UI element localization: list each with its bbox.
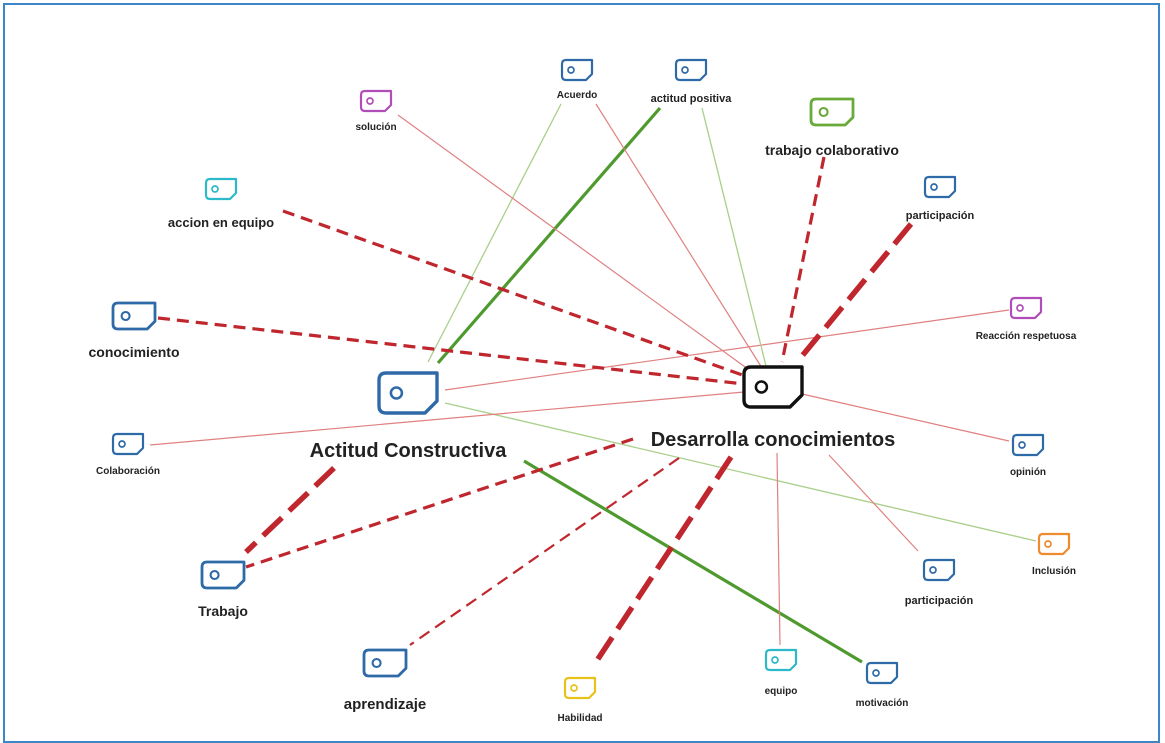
edge-desarrolla-equipo [776,452,781,646]
node-label: Reacción respetuosa [976,331,1077,342]
node-motivacion[interactable]: motivación [856,661,909,709]
node-label: conocimiento [88,344,179,360]
code-tag-icon [377,371,439,415]
node-label: Colaboración [96,466,160,477]
edge-desarrolla-habilidad [591,455,734,667]
node-solucion[interactable]: solución [355,89,397,133]
edge-actitud_positiva-desarrolla [701,107,767,367]
edges-layer [149,103,1037,667]
edge-participacion1-desarrolla [799,222,914,358]
node-equipo[interactable]: equipo [764,648,798,697]
node-label: equipo [765,686,798,697]
code-tag-icon [922,558,956,582]
code-tag-icon [359,89,393,113]
code-tag-icon [742,365,804,409]
node-label: participación [905,595,974,607]
node-desarrolla[interactable]: Desarrolla conocimientos [651,365,896,451]
node-inclusion[interactable]: Inclusión [1032,532,1076,577]
node-label: Acuerdo [557,90,598,101]
edge-actitud_positiva-actitud [436,106,662,365]
code-tag-icon [764,648,798,672]
node-label: Trabajo [198,603,248,619]
node-label: Habilidad [557,713,602,724]
node-label: trabajo colaborativo [765,142,899,158]
edge-desarrolla-trabajo [245,437,634,569]
code-tag-icon [865,661,899,685]
code-tag-icon [674,58,708,82]
node-trabajo-colab[interactable]: trabajo colaborativo [765,97,899,158]
node-habilidad[interactable]: Habilidad [557,676,603,724]
node-colaboracion[interactable]: Colaboración [96,432,160,477]
node-participacion1[interactable]: participación [906,175,975,222]
edge-desarrolla-aprendizaje [409,457,680,646]
code-tag-icon [1011,433,1045,457]
edge-solucion-desarrolla [397,114,753,373]
code-tag-icon [204,177,238,201]
code-tag-icon [563,676,597,700]
edge-actitud-motivacion [523,459,863,664]
code-tag-icon [923,175,957,199]
edge-colaboracion-desarrolla [149,391,745,446]
node-label: opinión [1010,467,1046,478]
node-actitud[interactable]: Actitud Constructiva [310,371,508,462]
code-tag-icon [1037,532,1071,556]
node-label: Inclusión [1032,566,1076,577]
node-conocimiento[interactable]: conocimiento [88,301,180,360]
node-label: actitud positiva [651,93,733,105]
node-reaccion[interactable]: Reacción respetuosa [976,296,1077,342]
node-actitud-positiva[interactable]: actitud positiva [651,58,733,105]
node-acuerdo[interactable]: Acuerdo [557,58,598,101]
edge-actitud-trabajo [244,466,336,554]
code-tag-icon [809,97,855,127]
code-tag-icon [362,648,408,678]
edge-acuerdo-desarrolla [595,103,763,369]
node-label: accion en equipo [168,215,274,230]
code-tag-icon [200,560,246,590]
node-participacion2[interactable]: participación [905,558,974,607]
node-label: participación [906,210,975,222]
node-label: Desarrolla conocimientos [651,429,896,451]
edge-desarrolla-opinion [801,393,1010,442]
node-trabajo[interactable]: Trabajo [198,560,248,619]
edge-actitud-reaccion [444,309,1010,391]
node-aprendizaje[interactable]: aprendizaje [344,648,427,713]
code-tag-icon [1009,296,1043,320]
code-tag-icon [560,58,594,82]
code-tag-icon [111,432,145,456]
edge-trabajo_colab-desarrolla [780,156,826,363]
node-label: aprendizaje [344,696,427,713]
edge-acuerdo-actitud [427,103,562,363]
node-label: Actitud Constructiva [310,440,508,462]
node-label: motivación [856,698,909,709]
edge-accion_equipo-desarrolla [282,209,746,378]
code-tag-icon [111,301,157,331]
edge-actitud-inclusion [444,402,1037,542]
node-accion-equipo[interactable]: accion en equipo [168,177,274,230]
node-label: solución [355,122,396,133]
edge-desarrolla-participacion2 [828,454,919,552]
edge-conocimiento-desarrolla [157,316,745,386]
node-opinion[interactable]: opinión [1010,433,1046,478]
